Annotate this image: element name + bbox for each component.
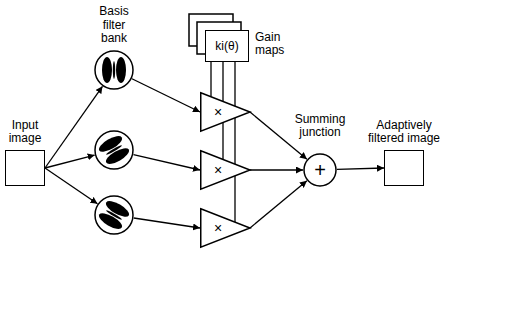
multiplier: × (200, 150, 250, 190)
box-outline (5, 150, 45, 186)
gain-map-box: ki(θ)Gain maps (205, 30, 249, 62)
filter-circle (94, 130, 134, 170)
connector (133, 155, 200, 170)
shape-outline (94, 130, 134, 170)
shape-outline (94, 50, 134, 90)
node-heading: Input image (0, 119, 50, 145)
filter-kernel (97, 133, 132, 167)
connector (250, 181, 307, 228)
node-heading: Gain maps (255, 31, 295, 57)
connector (234, 62, 235, 222)
node-heading: Summing junction (289, 113, 351, 139)
connector (210, 62, 211, 96)
multiplier: × (200, 92, 250, 132)
connector (134, 218, 200, 228)
filter-circle: Basis filter bank (94, 50, 134, 90)
shape-outline (94, 195, 134, 235)
node-label: + (314, 160, 326, 180)
shape-outline (94, 130, 134, 170)
connector (250, 169, 303, 170)
filter-kernel (102, 57, 126, 83)
shape-outline (200, 92, 250, 132)
node-heading: Adaptively filtered image (367, 119, 441, 145)
filter-kernel (97, 198, 132, 232)
node-label: × (214, 163, 222, 177)
connector (45, 86, 102, 168)
node-label: × (214, 221, 222, 235)
image-box: Input image (5, 150, 45, 186)
shape-outline (200, 92, 250, 132)
node-heading: Basis filter bank (90, 5, 138, 45)
summing-junction: +Summing junction (303, 153, 337, 187)
multiplier: × (200, 208, 250, 248)
shape-outline (200, 208, 250, 248)
node-label: × (214, 105, 222, 119)
shape-outline (200, 150, 250, 190)
box-outline (384, 150, 424, 186)
shape-outline (94, 195, 134, 235)
node-label: ki(θ) (215, 40, 238, 52)
connector (45, 168, 97, 204)
shape-outline (200, 208, 250, 248)
image-box: Adaptively filtered image (384, 150, 424, 186)
connector (337, 168, 384, 169)
shape-outline (94, 50, 134, 90)
filter-circle (94, 195, 134, 235)
shape-outline (200, 150, 250, 190)
connector (132, 79, 200, 112)
connector (45, 155, 95, 168)
